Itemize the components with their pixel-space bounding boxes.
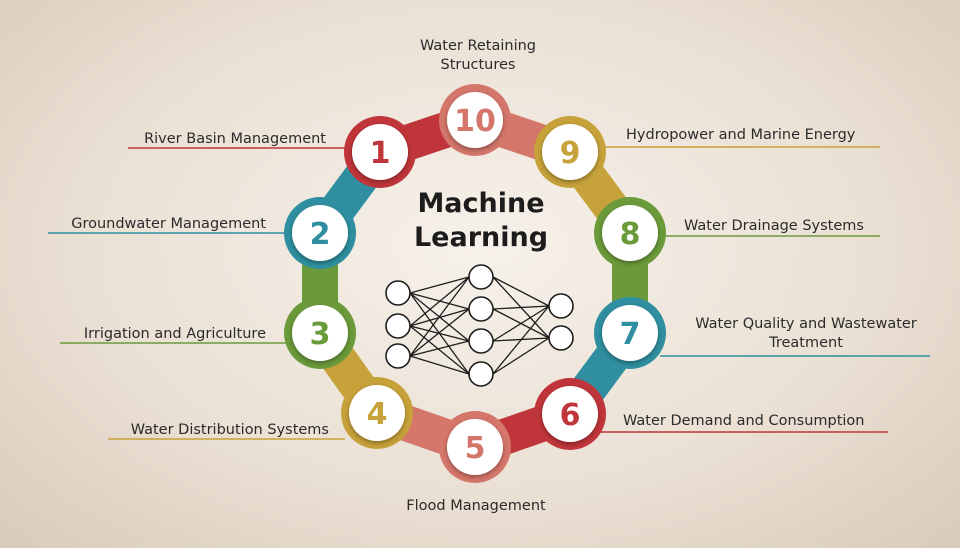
nn-edge-0-0-0 bbox=[409, 276, 470, 294]
item-label-10-line1: Water Retaining bbox=[420, 38, 536, 54]
node-face-7 bbox=[602, 305, 658, 361]
nn-node-2-0 bbox=[548, 293, 574, 319]
node-number-8: 8 bbox=[620, 217, 641, 252]
node-face-9 bbox=[542, 124, 598, 180]
nn-edge-0-2-0 bbox=[409, 276, 470, 357]
node-number-3: 3 bbox=[310, 317, 331, 352]
nn-edge-0-2-3 bbox=[409, 355, 470, 375]
nn-edge-0-1-0 bbox=[409, 276, 470, 327]
node-3: 3 bbox=[284, 297, 356, 369]
node-face-6 bbox=[542, 386, 598, 442]
item-label-2: Groundwater Management bbox=[71, 216, 266, 232]
node-face-2 bbox=[292, 205, 348, 261]
node-10: 10 bbox=[439, 84, 511, 156]
node-1: 1 bbox=[344, 116, 416, 188]
node-7: 7 bbox=[594, 297, 666, 369]
item-label-3: Irrigation and Agriculture bbox=[84, 326, 266, 342]
item-label-6: Water Demand and Consumption bbox=[623, 413, 865, 429]
nn-edge-1-0-0 bbox=[492, 276, 550, 307]
numbered-nodes: 1 2 3 4 5 6 7 8 9 10 bbox=[284, 84, 666, 483]
node-face-3 bbox=[292, 305, 348, 361]
node-number-4: 4 bbox=[367, 397, 388, 432]
nn-edge-1-2-0 bbox=[492, 305, 550, 342]
item-label-10-line2: Structures bbox=[440, 57, 515, 73]
item-label-4: Water Distribution Systems bbox=[131, 422, 329, 438]
node-2: 2 bbox=[284, 197, 356, 269]
node-face-8 bbox=[602, 205, 658, 261]
node-9: 9 bbox=[534, 116, 606, 188]
nn-node-1-3 bbox=[468, 361, 494, 387]
nn-edge-1-1-0 bbox=[492, 305, 550, 310]
item-label-8: Water Drainage Systems bbox=[684, 218, 864, 234]
nn-edge-0-1-2 bbox=[409, 325, 470, 342]
node-face-1 bbox=[352, 124, 408, 180]
center-block: Machine Learning bbox=[385, 188, 574, 387]
node-4: 4 bbox=[341, 377, 413, 449]
node-number-7: 7 bbox=[620, 317, 641, 352]
node-number-2: 2 bbox=[310, 217, 331, 252]
node-number-6: 6 bbox=[560, 398, 581, 433]
node-number-1: 1 bbox=[370, 136, 391, 171]
nn-node-2-1 bbox=[548, 325, 574, 351]
nn-edge-0-2-1 bbox=[409, 308, 470, 357]
nn-node-0-2 bbox=[385, 343, 411, 369]
nn-edge-0-2-2 bbox=[409, 340, 470, 357]
nn-node-0-0 bbox=[385, 280, 411, 306]
nn-node-1-2 bbox=[468, 328, 494, 354]
item-label-1: River Basin Management bbox=[144, 131, 326, 147]
node-number-5: 5 bbox=[465, 431, 486, 466]
nn-node-0-1 bbox=[385, 313, 411, 339]
node-6: 6 bbox=[534, 378, 606, 450]
nn-node-1-0 bbox=[468, 264, 494, 290]
item-label-7-line2: Treatment bbox=[768, 335, 843, 351]
nn-node-1-1 bbox=[468, 296, 494, 322]
center-title-line1: Machine bbox=[417, 188, 544, 219]
nn-edge-1-3-0 bbox=[492, 305, 550, 375]
node-number-10: 10 bbox=[454, 104, 496, 139]
nn-edge-1-3-1 bbox=[492, 337, 550, 375]
leader-lines bbox=[48, 146, 930, 440]
node-face-10 bbox=[447, 92, 503, 148]
nn-edge-0-1-3 bbox=[409, 325, 470, 375]
center-title-line2: Learning bbox=[414, 222, 548, 253]
item-label-5: Flood Management bbox=[406, 498, 546, 514]
neural-network-icon bbox=[385, 264, 574, 387]
node-8: 8 bbox=[594, 197, 666, 269]
node-5: 5 bbox=[439, 411, 511, 483]
item-label-7-line1: Water Quality and Wastewater bbox=[695, 316, 917, 332]
node-face-4 bbox=[349, 385, 405, 441]
node-number-9: 9 bbox=[560, 136, 581, 171]
node-face-5 bbox=[447, 419, 503, 475]
item-label-9: Hydropower and Marine Energy bbox=[626, 127, 856, 143]
